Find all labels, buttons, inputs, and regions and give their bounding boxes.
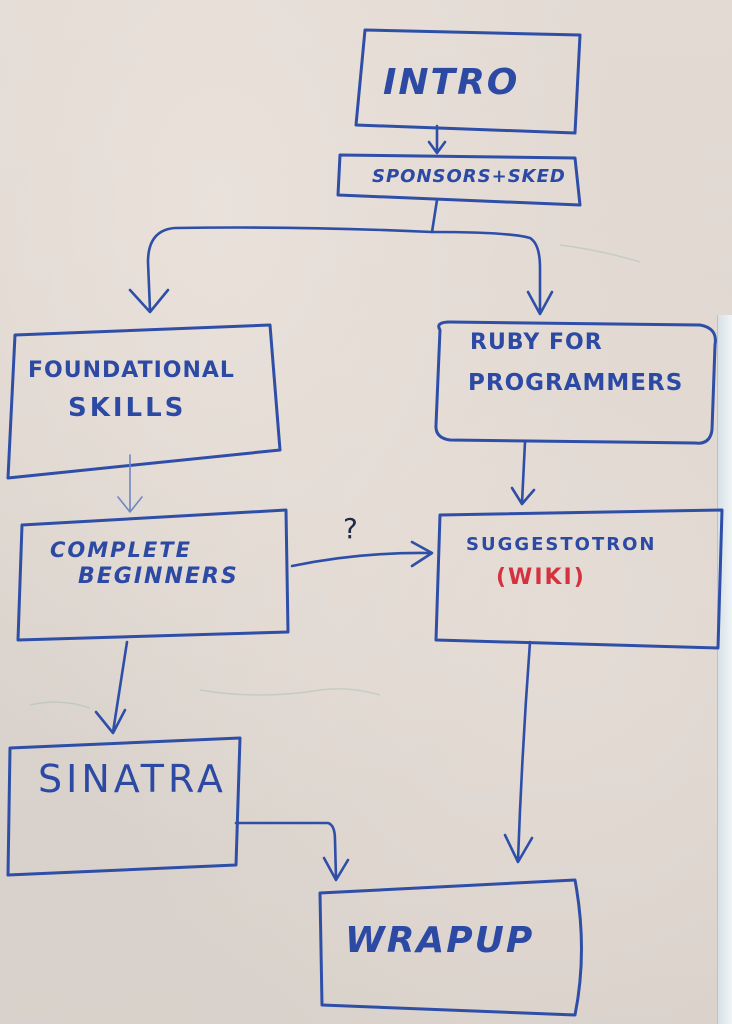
ruby-box <box>434 320 717 445</box>
intro-label: INTRO <box>383 62 520 103</box>
arrow-foundational-to-beginners <box>117 454 143 513</box>
wrapup-box <box>318 878 583 1017</box>
suggestotron-label-line1: SUGGESTOTRON <box>466 534 657 555</box>
whiteboard-frame-edge <box>717 315 732 1024</box>
arrow-ruby-to-suggestotron <box>510 440 536 506</box>
wrapup-label: WRAPUP <box>345 920 535 961</box>
arrow-beginners-to-sinatra <box>94 640 129 735</box>
sinatra-box <box>6 736 242 877</box>
foundational-box <box>6 323 282 480</box>
arrow-beginners-to-suggestotron <box>290 540 434 568</box>
ruby-label-line2: PROGRAMMERS <box>468 370 684 396</box>
beginners-label-line2: BEGINNERS <box>78 564 239 589</box>
arrow-sponsors-to-foundational <box>128 198 439 314</box>
ghost-scribble <box>199 688 381 696</box>
arrow-suggestotron-to-wrapup <box>503 640 534 864</box>
intro-box <box>354 28 582 135</box>
foundational-label-line2: SKILLS <box>68 393 187 423</box>
sponsors-box <box>336 153 582 207</box>
ghost-scribble <box>559 244 641 263</box>
sponsors-label: SPONSORS+SKED <box>372 166 566 187</box>
suggestotron-label-line2: (WIKI) <box>496 565 586 590</box>
ghost-scribble <box>29 701 91 709</box>
suggestotron-box <box>434 508 724 650</box>
question-mark-label: ? <box>343 512 359 545</box>
arrow-intro-to-sponsors <box>427 124 447 155</box>
beginners-box <box>16 508 290 642</box>
arrow-sponsors-to-ruby <box>430 230 554 316</box>
arrow-sinatra-to-wrapup <box>234 821 350 882</box>
beginners-label-line1: COMPLETE <box>50 538 192 562</box>
sinatra-label: SINATRA <box>38 757 227 801</box>
foundational-label-line1: FOUNDATIONAL <box>28 358 235 383</box>
ruby-label-line1: RUBY FOR <box>470 330 603 355</box>
